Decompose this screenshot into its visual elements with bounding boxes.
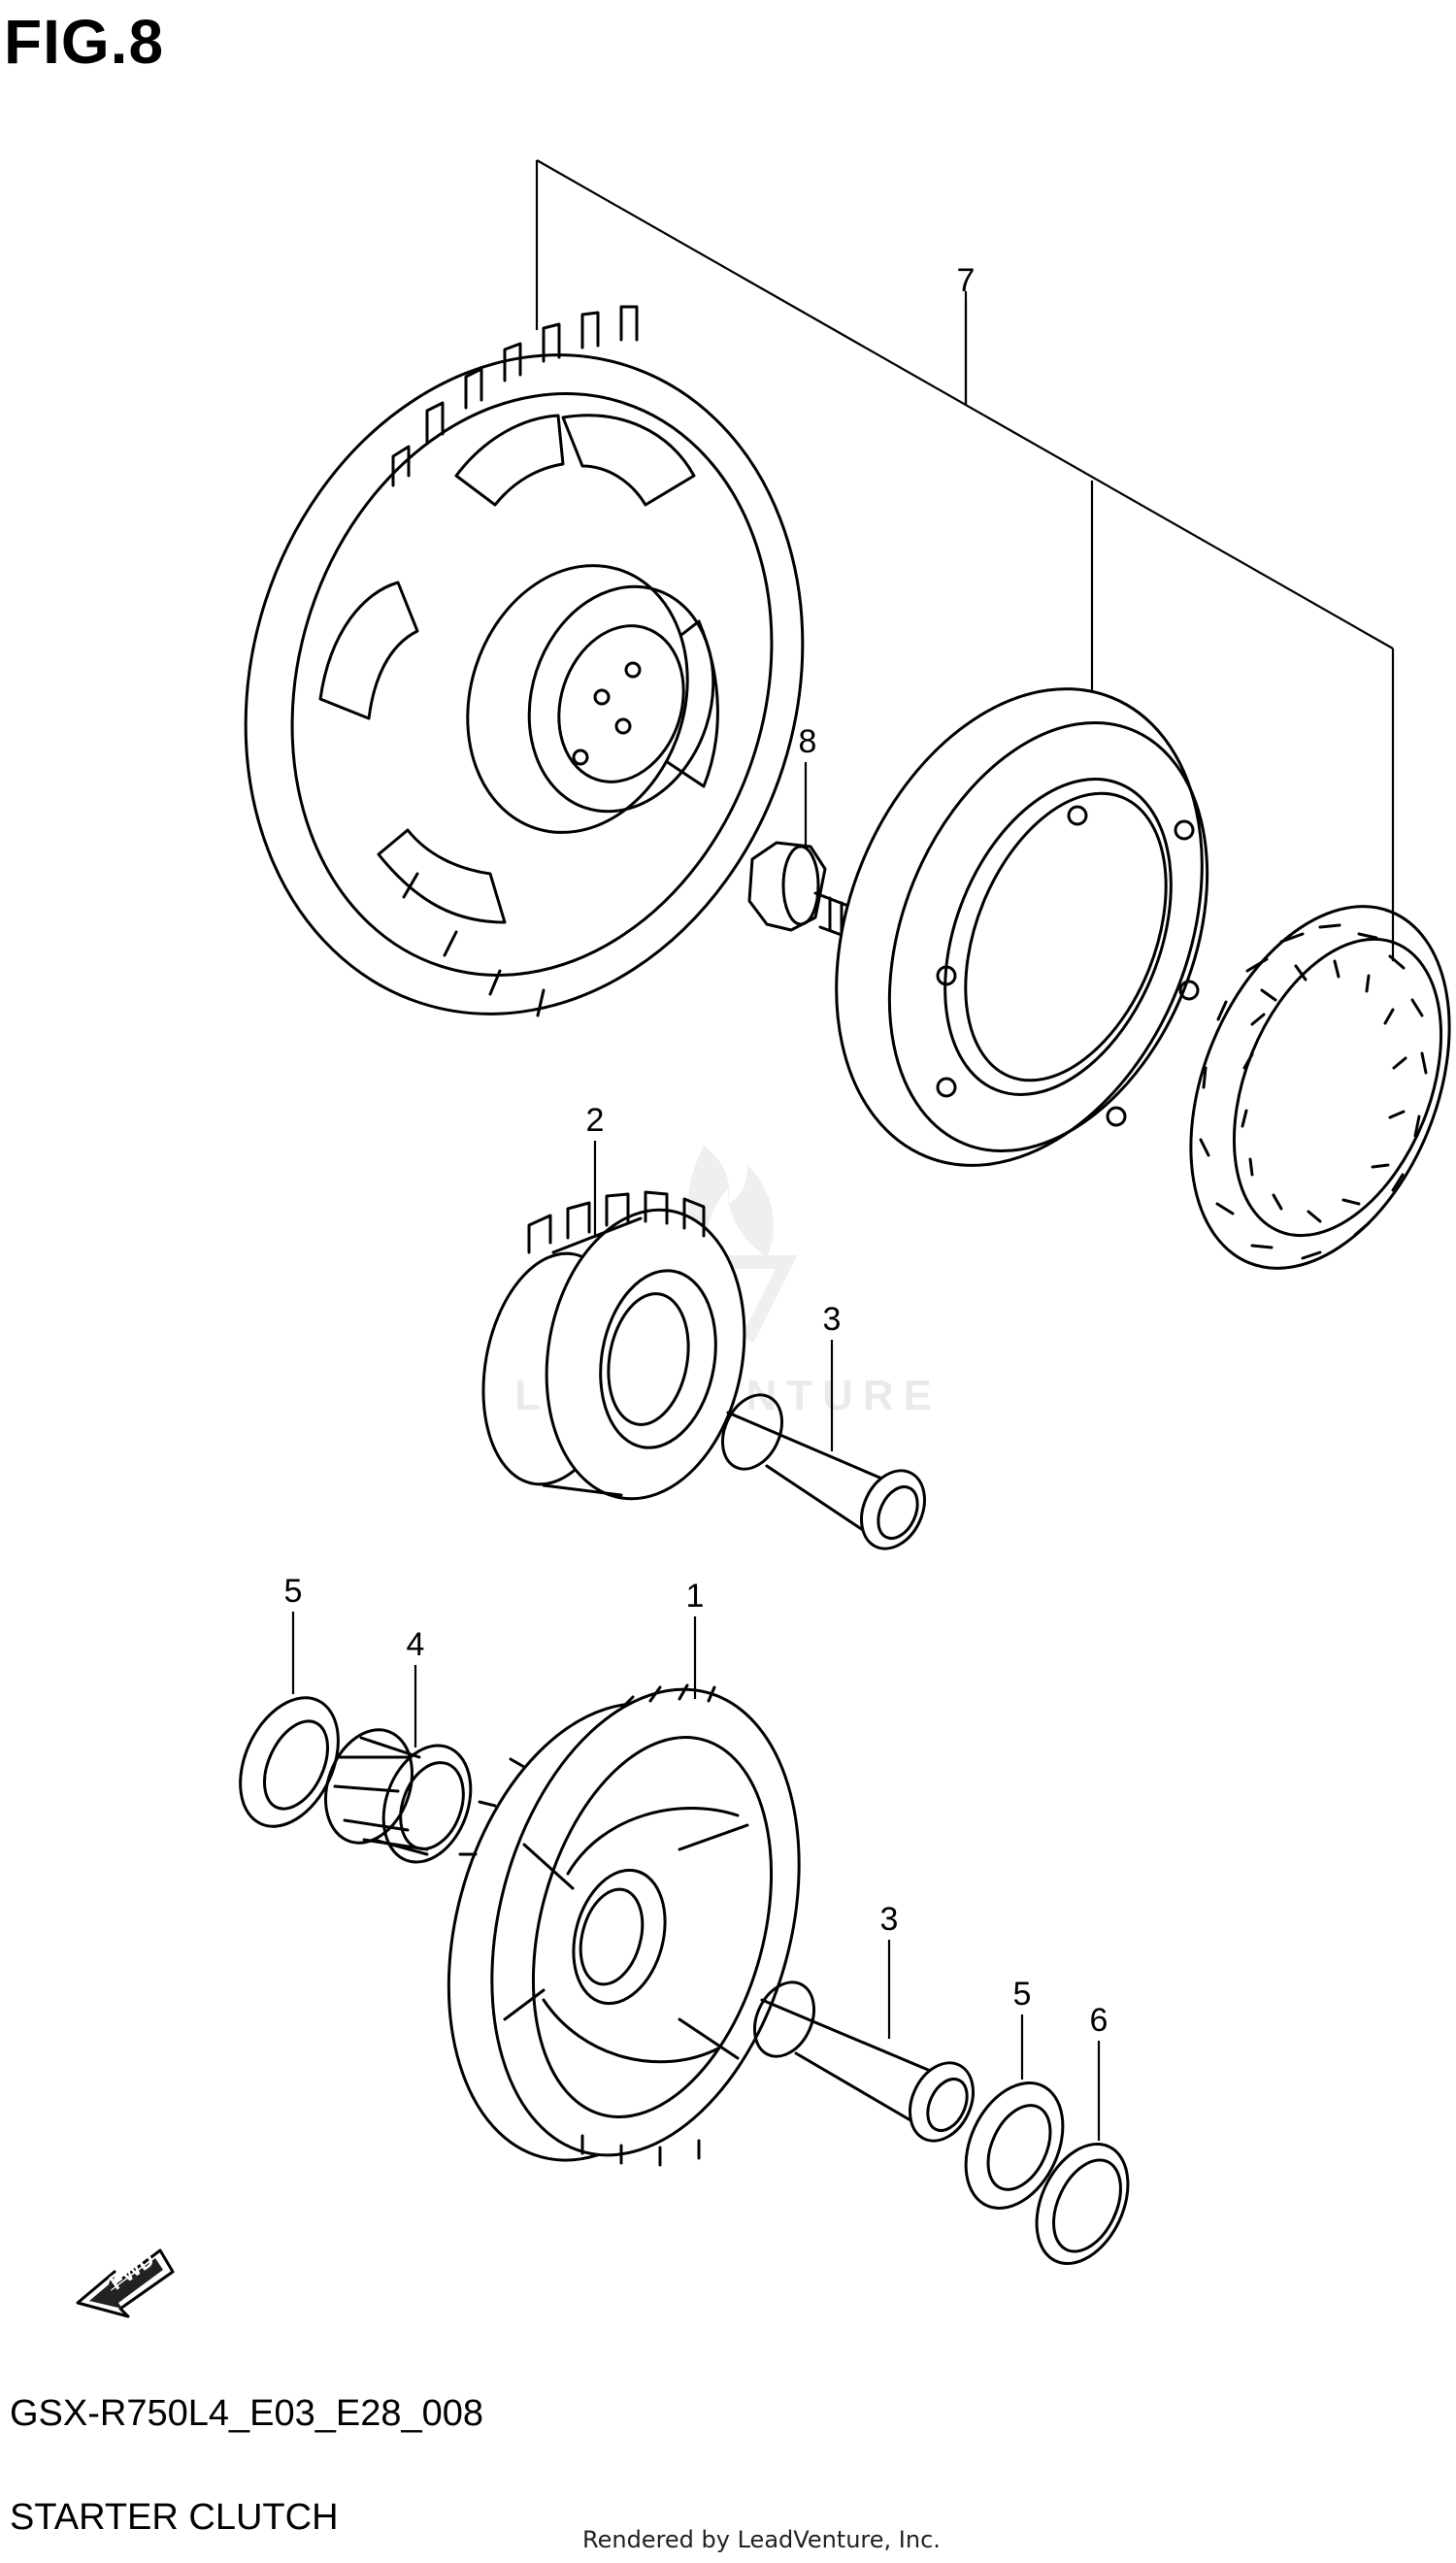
- washer-5-left: [239, 1696, 340, 1828]
- callout-2: 2: [586, 1102, 605, 1139]
- callout-5-left: 5: [284, 1573, 303, 1610]
- callout-3-upper: 3: [823, 1301, 842, 1338]
- callout-3-lower: 3: [880, 1901, 899, 1938]
- callout-7: 7: [957, 262, 976, 299]
- starter-clutch-gear: [244, 305, 805, 1017]
- model-code: GSX-R750L4_E03_E28_008: [10, 2393, 484, 2434]
- idle-gear-1: [447, 1683, 801, 2167]
- callout-6: 6: [1090, 2002, 1109, 2039]
- render-credit: Rendered by LeadVenture, Inc.: [582, 2526, 941, 2553]
- one-way-clutch: [1189, 905, 1451, 1270]
- fwd-arrow-icon: FWD: [76, 2247, 175, 2318]
- idle-gear-2: [481, 1190, 746, 1501]
- callout-8: 8: [799, 723, 817, 760]
- shaft-3-upper: [721, 1393, 926, 1550]
- washer-5-right: [964, 2081, 1065, 2210]
- figure-label: FIG.8: [4, 7, 165, 77]
- callout-1: 1: [686, 1578, 705, 1614]
- callout-4: 4: [407, 1626, 425, 1663]
- clutch-housing: [835, 687, 1209, 1167]
- callouts: 7 8 2 3 5 4 1 3 5 6: [284, 262, 1109, 2141]
- callout-5-right: 5: [1013, 1976, 1032, 2013]
- shaft-3-lower: [753, 1980, 975, 2143]
- needle-bearing-4: [324, 1728, 473, 1864]
- section-name: STARTER CLUTCH: [10, 2497, 339, 2538]
- washer-6: [1035, 2142, 1130, 2266]
